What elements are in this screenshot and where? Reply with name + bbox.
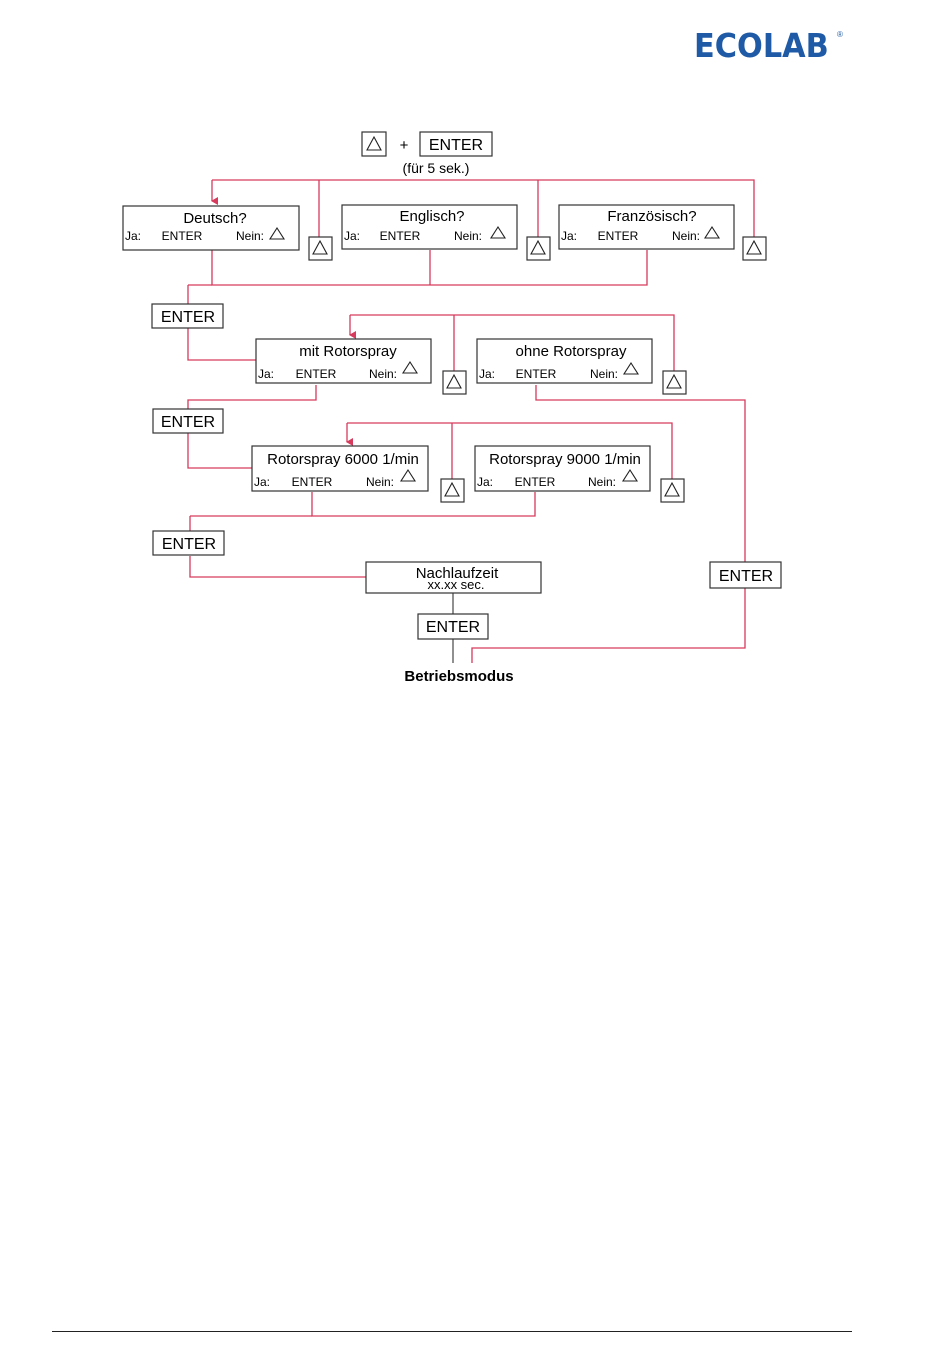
language-up-keys [308,236,767,261]
up-key [526,236,551,261]
language-nein: Nein: [672,229,700,243]
triangle-up-icon [703,225,721,239]
speed-enter: ENTER [515,475,556,489]
language-ja: Ja: [344,229,360,243]
enter-key-1: ENTER [151,303,224,329]
speed-title: Rotorspray 6000 1/min [267,451,419,468]
nachlaufzeit-value: xx.xx sec. [427,577,484,592]
triangle-up-icon [530,239,546,255]
language-ja: Ja: [125,229,141,243]
triangle-up-icon [664,481,680,497]
language-nein: Nein: [236,229,264,243]
rotor-ja: Ja: [258,367,274,381]
speed-ja: Ja: [477,475,493,489]
language-title: Deutsch? [183,210,246,227]
triangle-up-icon [621,468,639,482]
up-key [662,370,687,395]
language-enter: ENTER [380,229,421,243]
rotor-title: mit Rotorspray [299,343,397,360]
up-key [440,478,465,503]
triangle-up-icon [312,239,328,255]
rotor-title: ohne Rotorspray [516,343,627,360]
ecolab-logo: ECOLAB ® [694,28,844,64]
triangle-up-icon [666,373,682,389]
start-note: (für 5 sek.) [403,160,470,176]
language-nein: Nein: [454,229,482,243]
triangle-up-icon [399,468,417,482]
rotor-nein: Nein: [369,367,397,381]
up-key [742,236,767,261]
rotor-ja: Ja: [479,367,495,381]
enter-label: ENTER [161,414,215,431]
rotor-enter: ENTER [516,367,557,381]
nachlaufzeit-title: Nachlaufzeit [416,565,499,582]
triangle-up-icon [268,226,286,240]
rotor-box-ohne: ohne Rotorspray Ja: ENTER Nein: [476,338,653,384]
enter-label: ENTER [719,568,773,585]
speed-nein: Nein: [366,475,394,489]
speed-up-keys [440,478,685,503]
enter-label: ENTER [426,619,480,636]
start-combo: + ENTER (für 5 sek.) [361,131,493,176]
triangle-up-icon [622,361,640,375]
enter-key-3: ENTER [152,530,225,556]
language-title: Französisch? [607,208,696,225]
language-enter: ENTER [162,229,203,243]
triangle-up-icon [446,373,462,389]
language-title: Englisch? [399,208,464,225]
up-key-start [361,131,387,157]
enter-label: ENTER [161,309,215,326]
enter-key-4: ENTER [417,613,489,640]
language-ja: Ja: [561,229,577,243]
triangle-up-icon [401,360,419,374]
enter-key-2: ENTER [152,408,224,434]
speed-nein: Nein: [588,475,616,489]
rotor-box-mit: mit Rotorspray Ja: ENTER Nein: [255,338,432,384]
triangle-up-icon [489,225,507,239]
speed-title: Rotorspray 9000 1/min [489,451,641,468]
enter-label: ENTER [162,536,216,553]
start-enter-key [419,131,493,157]
speed-enter: ENTER [292,475,333,489]
language-box-englisch: Englisch? Ja: ENTER Nein: [341,204,518,250]
up-key [660,478,685,503]
triangle-up-icon [444,481,460,497]
nachlaufzeit-box: Nachlaufzeit xx.xx sec. [365,561,542,594]
up-key [308,236,333,261]
flow-lines [187,179,755,663]
footer-divider [52,1331,852,1332]
triangle-up-icon [746,239,762,255]
speed-ja: Ja: [254,475,270,489]
rotor-enter: ENTER [296,367,337,381]
enter-key-right: ENTER [709,561,782,589]
language-box-deutsch: Deutsch? Ja: ENTER Nein: [122,205,300,251]
rotor-nein: Nein: [590,367,618,381]
language-enter: ENTER [598,229,639,243]
start-enter-label: ENTER [429,137,483,154]
speed-box-9000: Rotorspray 9000 1/min Ja: ENTER Nein: [474,445,651,492]
rotor-up-keys [442,370,687,395]
up-key [442,370,467,395]
language-box-franzoesisch: Französisch? Ja: ENTER Nein: [558,204,735,250]
speed-box-6000: Rotorspray 6000 1/min Ja: ENTER Nein: [251,445,429,492]
logo-registered-mark: ® [837,30,843,39]
start-plus: + [400,137,409,154]
betriebsmodus-label: Betriebsmodus [404,668,513,685]
triangle-up-icon [366,135,382,151]
logo-text: ECOLAB [694,26,829,65]
flow-top-bus [212,179,755,238]
